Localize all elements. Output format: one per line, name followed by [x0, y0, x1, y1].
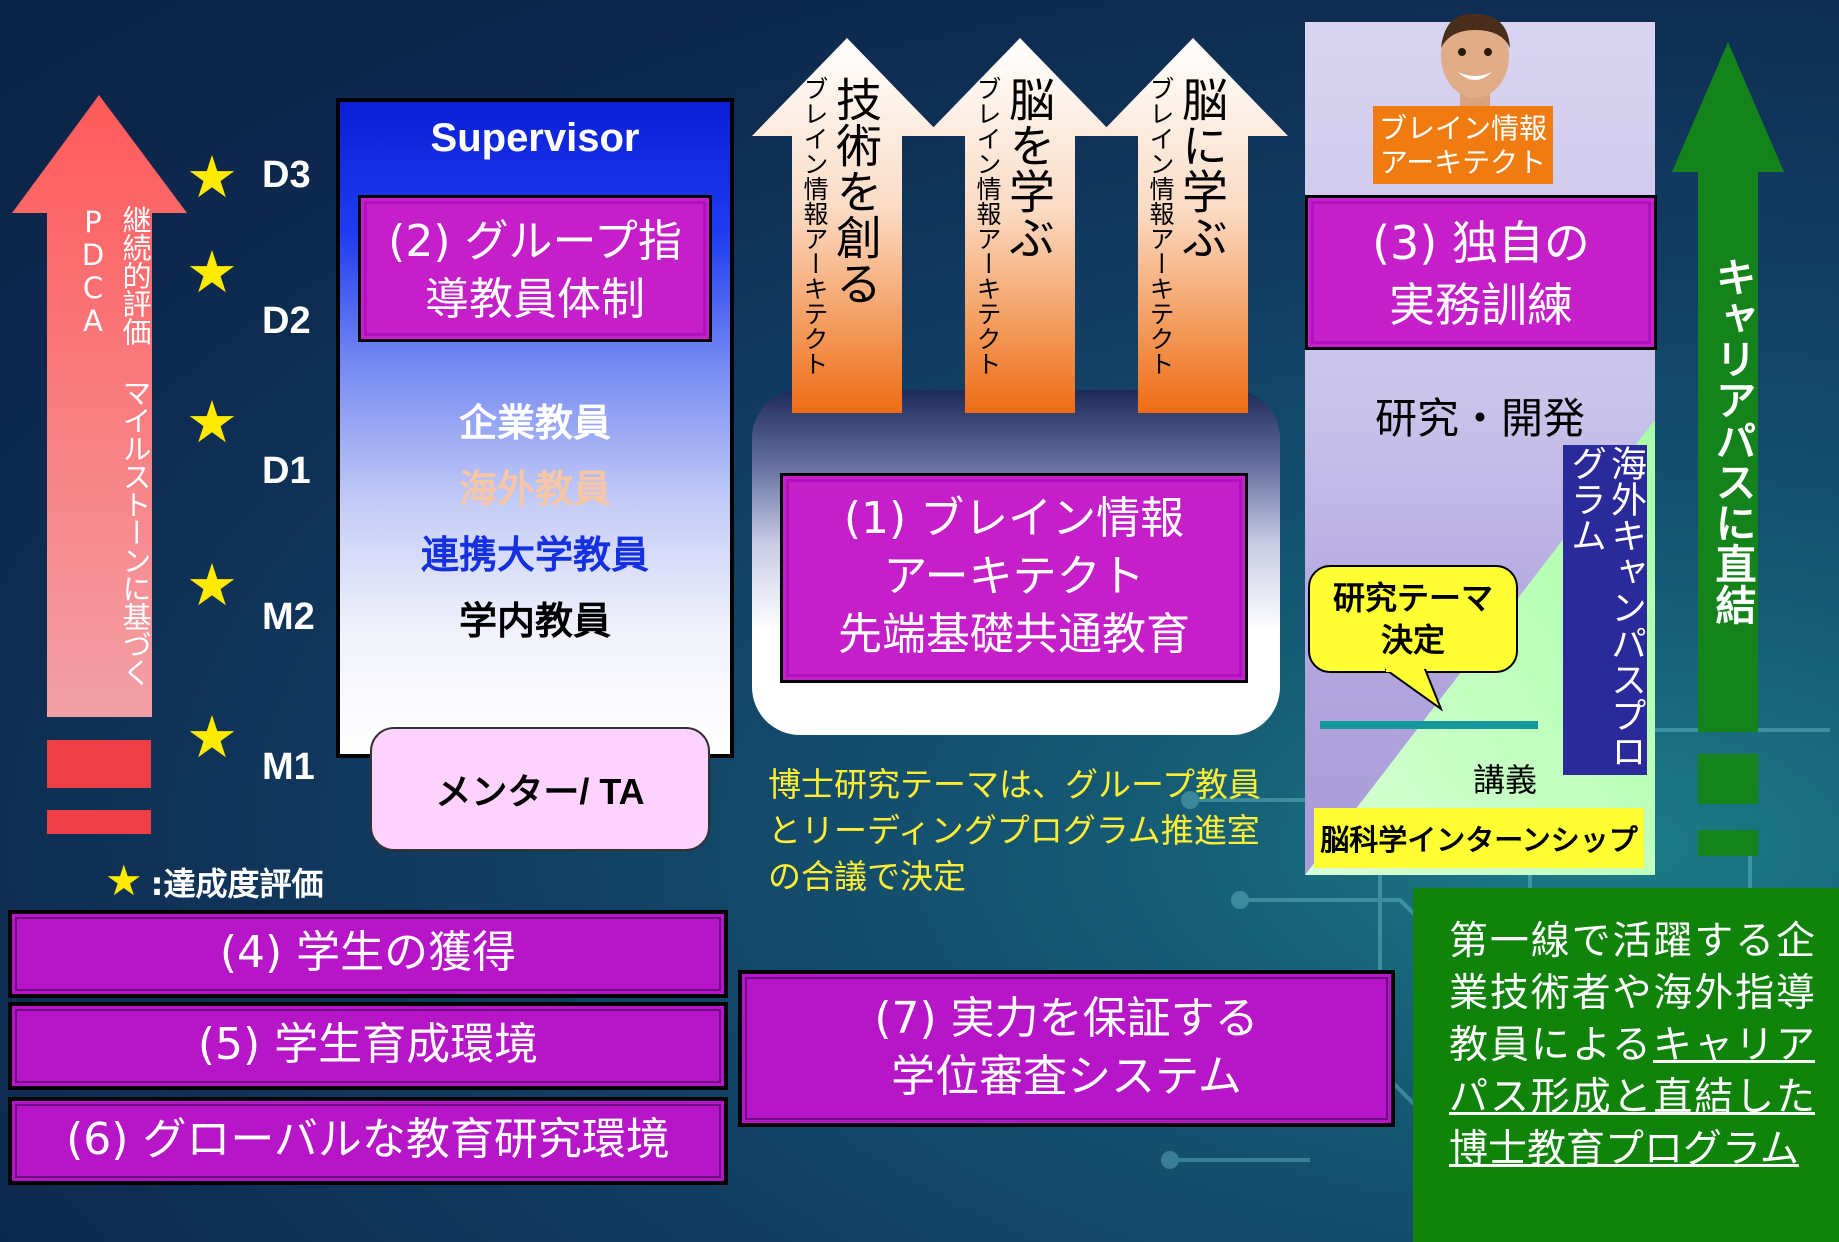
brain-architect-label: ブレイン情報 アーキテクト	[1373, 106, 1553, 184]
practical-training-line2: 実務訓練	[1389, 278, 1573, 332]
star-icon: ★	[186, 238, 238, 306]
student-development-box: (5) 学生育成環境	[8, 1002, 728, 1090]
thesis-decision-note: 博士研究テーマは、グループ教員とリーディングプログラム推進室の合議で決定	[768, 765, 1262, 896]
arrow-main-text: 脳を学ぶ	[1002, 76, 1056, 260]
level-d2: D2	[262, 300, 311, 342]
arrow-label-learn-brain: 脳を学ぶ ブレイン情報アーキテクト	[973, 76, 1056, 376]
star-icon: ★	[105, 856, 143, 905]
star-icon: ★	[186, 551, 238, 619]
research-development-label: 研究・開発	[1374, 394, 1585, 443]
arrow-sub-text: ブレイン情報アーキテクト	[973, 76, 1002, 376]
global-environment-box: (6) グローバルな教育研究環境	[8, 1097, 728, 1185]
description-text: 第一線で活躍する企業技術者や海外指導教員による	[1449, 919, 1815, 1068]
arrow-main-text: 技術を創る	[829, 76, 883, 306]
arrow-sub-text: ブレイン情報アーキテクト	[1146, 76, 1175, 376]
milestone-pdca-arrow	[12, 95, 187, 717]
bubble-line1: 研究テーマ	[1332, 579, 1493, 617]
level-d3: D3	[262, 154, 311, 196]
arrow-label-create-tech: 技術を創る ブレイン情報アーキテクト	[800, 76, 883, 376]
common-education-box: (1) ブレイン情報 アーキテクト 先端基礎共通教育	[780, 473, 1248, 683]
common-education-line3: 先端基礎共通教育	[838, 609, 1190, 660]
arrow-label-learn-from-brain: 脳に学ぶ ブレイン情報アーキテクト	[1146, 76, 1229, 376]
level-d1: D1	[262, 450, 311, 492]
level-m1: M1	[262, 746, 315, 788]
career-path-arrow	[1672, 42, 1784, 856]
lecture-label: 講義	[1472, 761, 1537, 799]
brain-architect-label-line1: ブレイン情報	[1378, 112, 1547, 145]
up-arrow-create-tech	[752, 38, 942, 413]
group-supervision-line2: 導教員体制	[425, 274, 645, 325]
research-theme-bubble: 研究テーマ 決定	[1308, 565, 1518, 673]
common-education-line2: アーキテクト	[883, 551, 1145, 602]
up-arrow-learn-from-brain	[1098, 38, 1288, 413]
bubble-line2: 決定	[1380, 621, 1445, 659]
arrow-sub-text: ブレイン情報アーキテクト	[800, 76, 829, 376]
degree-examination-line1: (7) 実力を保証する	[874, 993, 1259, 1044]
divider-line	[1320, 721, 1538, 729]
bubble-tail	[1385, 669, 1443, 711]
degree-examination-line2: 学位審査システム	[891, 1051, 1242, 1102]
brain-architect-label-line2: アーキテクト	[1379, 146, 1547, 179]
level-m2: M2	[262, 596, 315, 638]
mentor-ta-box: メンター/ TA	[370, 727, 710, 851]
star-icon: ★	[186, 388, 238, 456]
brain-science-internship: 脳科学インターンシップ	[1314, 808, 1644, 868]
career-program-description: 第一線で活躍する企業技術者や海外指導教員によるキャリアパス形成と直結した博士教育…	[1413, 888, 1839, 1242]
practical-training-line1: (3) 独自の	[1372, 216, 1590, 270]
legend-label: :達成度評価	[150, 865, 324, 903]
faculty-overseas: 海外教員	[458, 467, 611, 511]
star-icon: ★	[186, 703, 238, 771]
faculty-corporate: 企業教員	[458, 401, 611, 445]
common-education-line1: (1) ブレイン情報	[843, 493, 1185, 544]
student-acquisition-box: (4) 学生の獲得	[8, 910, 728, 998]
description-underlined: キャリアパス形成と直結した博士教育プログラム	[1449, 1023, 1815, 1172]
pdca-label: 継続的評価 マイルストーンに基づくPDCA	[76, 205, 152, 686]
supervisor-title: Supervisor	[430, 116, 640, 160]
faculty-partner-university: 連携大学教員	[420, 533, 649, 577]
up-arrow-learn-brain	[925, 38, 1115, 413]
group-supervision-line1: (2) グループ指	[388, 216, 682, 267]
star-legend: ★:達成度評価	[105, 856, 323, 905]
pdca-arrow-stub	[47, 740, 151, 788]
overseas-campus-program: 海外キャンパスプログラム	[1563, 445, 1647, 775]
career-path-label: キャリアパスに直結	[1708, 255, 1756, 625]
arrow-main-text: 脳に学ぶ	[1175, 76, 1229, 260]
practical-training-box: (3) 独自の 実務訓練	[1305, 195, 1657, 350]
faculty-internal: 学内教員	[458, 599, 611, 643]
pdca-arrow-stub	[47, 810, 151, 834]
star-icon: ★	[186, 143, 238, 211]
group-supervision-box: (2) グループ指 導教員体制	[358, 195, 712, 342]
degree-examination-box: (7) 実力を保証する 学位審査システム	[738, 970, 1395, 1127]
